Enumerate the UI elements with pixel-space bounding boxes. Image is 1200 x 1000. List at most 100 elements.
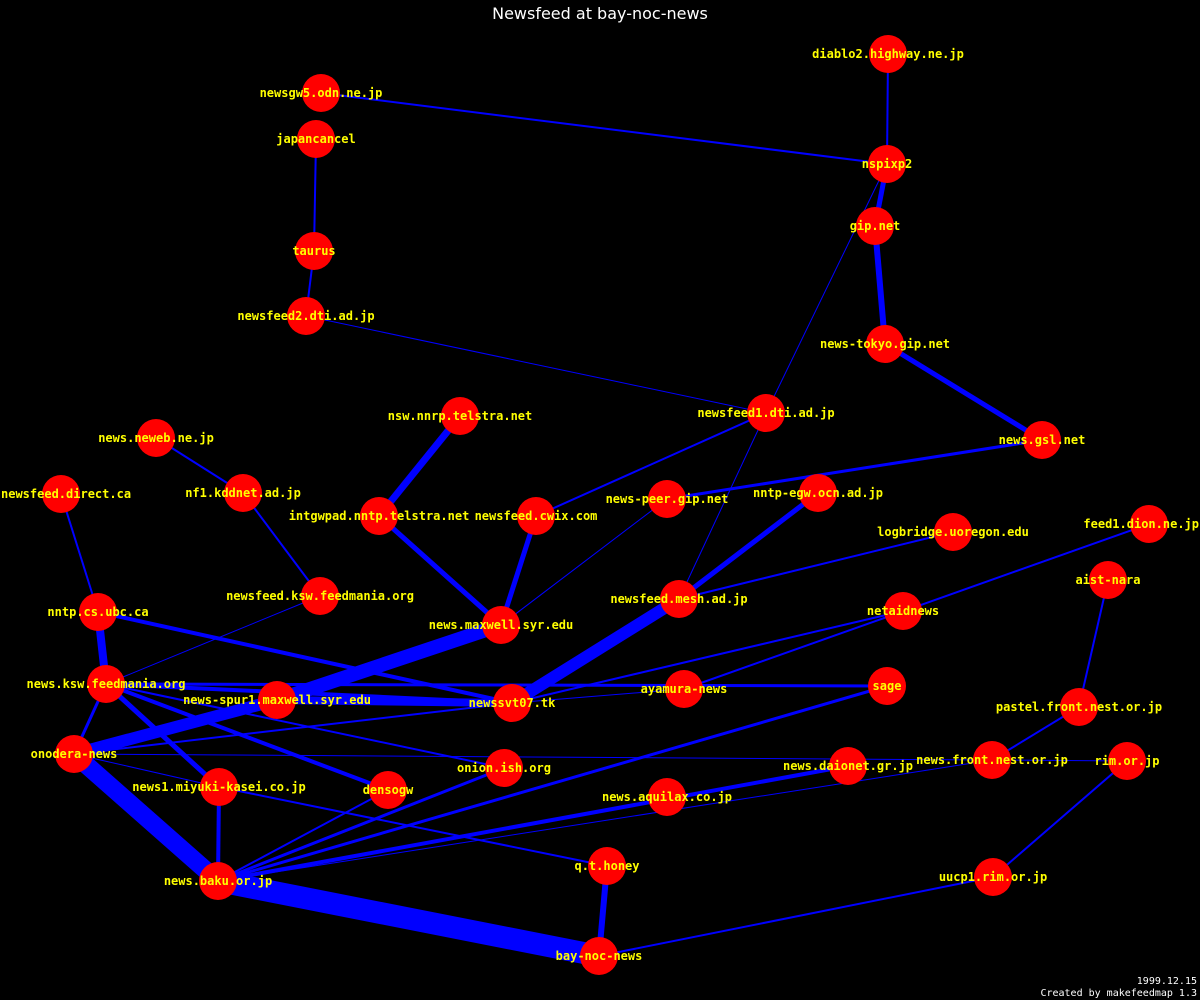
node-label: gip.net — [850, 219, 901, 233]
edge-newsgw5-nspixp2 — [320, 92, 888, 165]
node-circle — [301, 577, 339, 615]
node-circle — [934, 513, 972, 551]
node-news1miyuki: news1.miyuki-kasei.co.jp — [132, 768, 306, 806]
node-label: onodera-news — [31, 747, 118, 761]
node-label: nf1.kddnet.ad.jp — [185, 486, 301, 500]
node-ayamura: ayamura-news — [641, 670, 728, 708]
edge-newsfeed1dti-newsfeedcwix — [535, 412, 767, 517]
node-circle — [1089, 561, 1127, 599]
edge-onionish-newsbaku — [217, 766, 505, 883]
node-label: news-tokyo.gip.net — [820, 337, 950, 351]
edge-newsfeed1dti-newsfeedmesh — [678, 412, 767, 600]
edge-rimorjp-uucp1rim — [992, 760, 1128, 878]
node-circle — [588, 847, 626, 885]
node-circle — [869, 35, 907, 73]
node-circle — [224, 474, 262, 512]
node-label: rim.or.jp — [1094, 754, 1159, 768]
edge-nswtelstra-intgwpad — [376, 413, 463, 519]
edge-newsgsl-newspeergip — [666, 438, 1043, 501]
node-label: news.gsl.net — [999, 433, 1086, 447]
node-label: news.neweb.ne.jp — [98, 431, 214, 445]
node-intgwpad: intgwpad.nntp.telstra.net — [289, 497, 469, 535]
node-logbridge: logbridge.uoregon.edu — [877, 513, 1029, 551]
node-layer: diablo2.highway.ne.jpnewsgw5.odn.ne.jpja… — [1, 35, 1199, 975]
node-circle — [866, 325, 904, 363]
node-label: aist-nara — [1075, 573, 1140, 587]
node-circle — [295, 232, 333, 270]
edge-newssvt07-onodera — [73, 702, 513, 755]
node-circle — [258, 681, 296, 719]
node-label: news.baku.or.jp — [164, 874, 272, 888]
edge-densogw-newsbaku — [217, 789, 389, 882]
edge-newskswfeedmania-sage — [105, 682, 888, 688]
node-netaidnews: netaidnews — [867, 592, 939, 630]
node-label: news.aquilax.co.jp — [602, 790, 732, 804]
node-newspeergip: news-peer.gip.net — [606, 480, 728, 518]
edge-newsbaku-baynoc — [215, 870, 602, 967]
footer-date: 1999.12.15 — [1137, 976, 1197, 987]
node-label: nntp-egw.ocn.ad.jp — [753, 486, 883, 500]
node-baynoc: bay-noc-news — [556, 937, 643, 975]
node-label: newsfeed.ksw.feedmania.org — [226, 589, 414, 603]
node-label: nntp.cs.ubc.ca — [47, 605, 148, 619]
node-label: sage — [873, 679, 902, 693]
edge-news1miyuki-qthoney — [218, 786, 608, 867]
node-circle — [1130, 505, 1168, 543]
node-japancancel: japancancel — [276, 120, 356, 158]
node-circle — [1060, 688, 1098, 726]
edge-newsdaionet-newsbaku — [217, 764, 849, 883]
node-label: netaidnews — [867, 604, 939, 618]
node-sage: sage — [868, 667, 906, 705]
node-circle — [868, 667, 906, 705]
node-label: newsfeed.mesh.ad.jp — [610, 592, 747, 606]
node-label: news.daionet.gr.jp — [783, 759, 913, 773]
node-label: newsfeed.cwix.com — [475, 509, 598, 523]
node-nntpegw: nntp-egw.ocn.ad.jp — [753, 474, 883, 512]
node-onionish: onion.ish.org — [457, 749, 551, 787]
node-label: news.maxwell.syr.edu — [429, 618, 574, 632]
node-pastel: pastel.front.nest.or.jp — [996, 688, 1162, 726]
node-circle — [829, 747, 867, 785]
node-circle — [302, 74, 340, 112]
node-label: japancancel — [276, 132, 355, 146]
node-newsfeedksw: newsfeed.ksw.feedmania.org — [226, 577, 414, 615]
node-aistnara: aist-nara — [1075, 561, 1141, 599]
node-circle — [660, 580, 698, 618]
node-nswtelstra: nsw.nnrp.telstra.net — [388, 397, 532, 435]
node-circle — [55, 735, 93, 773]
node-feed1dion: feed1.dion.ne.jp — [1083, 505, 1199, 543]
edge-onodera-news1miyuki — [73, 753, 220, 788]
edge-newsspur1-newssvt07 — [276, 696, 513, 707]
node-circle — [287, 297, 325, 335]
node-newsgsl: news.gsl.net — [999, 421, 1086, 459]
node-newsfront: news.front.nest.or.jp — [916, 741, 1068, 779]
node-circle — [482, 606, 520, 644]
node-label: news1.miyuki-kasei.co.jp — [132, 780, 305, 794]
edge-newsfeed2dti-newsfeed1dti — [305, 315, 767, 414]
edge-intgwpad-newsmaxwell — [377, 514, 503, 627]
node-label: q.t.honey — [574, 859, 639, 873]
node-label: bay-noc-news — [556, 949, 643, 963]
node-label: newsfeed1.dti.ad.jp — [697, 406, 834, 420]
node-newsdaionet: news.daionet.gr.jp — [783, 747, 913, 785]
node-circle — [665, 670, 703, 708]
node-label: feed1.dion.ne.jp — [1083, 517, 1199, 531]
node-newsfeed1dti: newsfeed1.dti.ad.jp — [697, 394, 835, 432]
node-circle — [799, 474, 837, 512]
node-circle — [137, 419, 175, 457]
edge-newstokyogip-newsgsl — [883, 341, 1044, 443]
node-label: onion.ish.org — [457, 761, 551, 775]
node-nspixp2: nspixp2 — [862, 145, 912, 183]
node-circle — [884, 592, 922, 630]
edge-netaidnews-newssvt07 — [511, 610, 904, 704]
edge-logbridge-newsfeedmesh — [678, 531, 954, 600]
node-circle — [200, 768, 238, 806]
node-label: taurus — [292, 244, 335, 258]
node-label: uucp1.rim.or.jp — [939, 870, 1047, 884]
node-label: pastel.front.nest.or.jp — [996, 700, 1162, 714]
node-newsmaxwell: news.maxwell.syr.edu — [429, 606, 574, 644]
node-newssvt07: newssvt07.tk — [469, 684, 556, 722]
node-label: ayamura-news — [641, 682, 728, 696]
